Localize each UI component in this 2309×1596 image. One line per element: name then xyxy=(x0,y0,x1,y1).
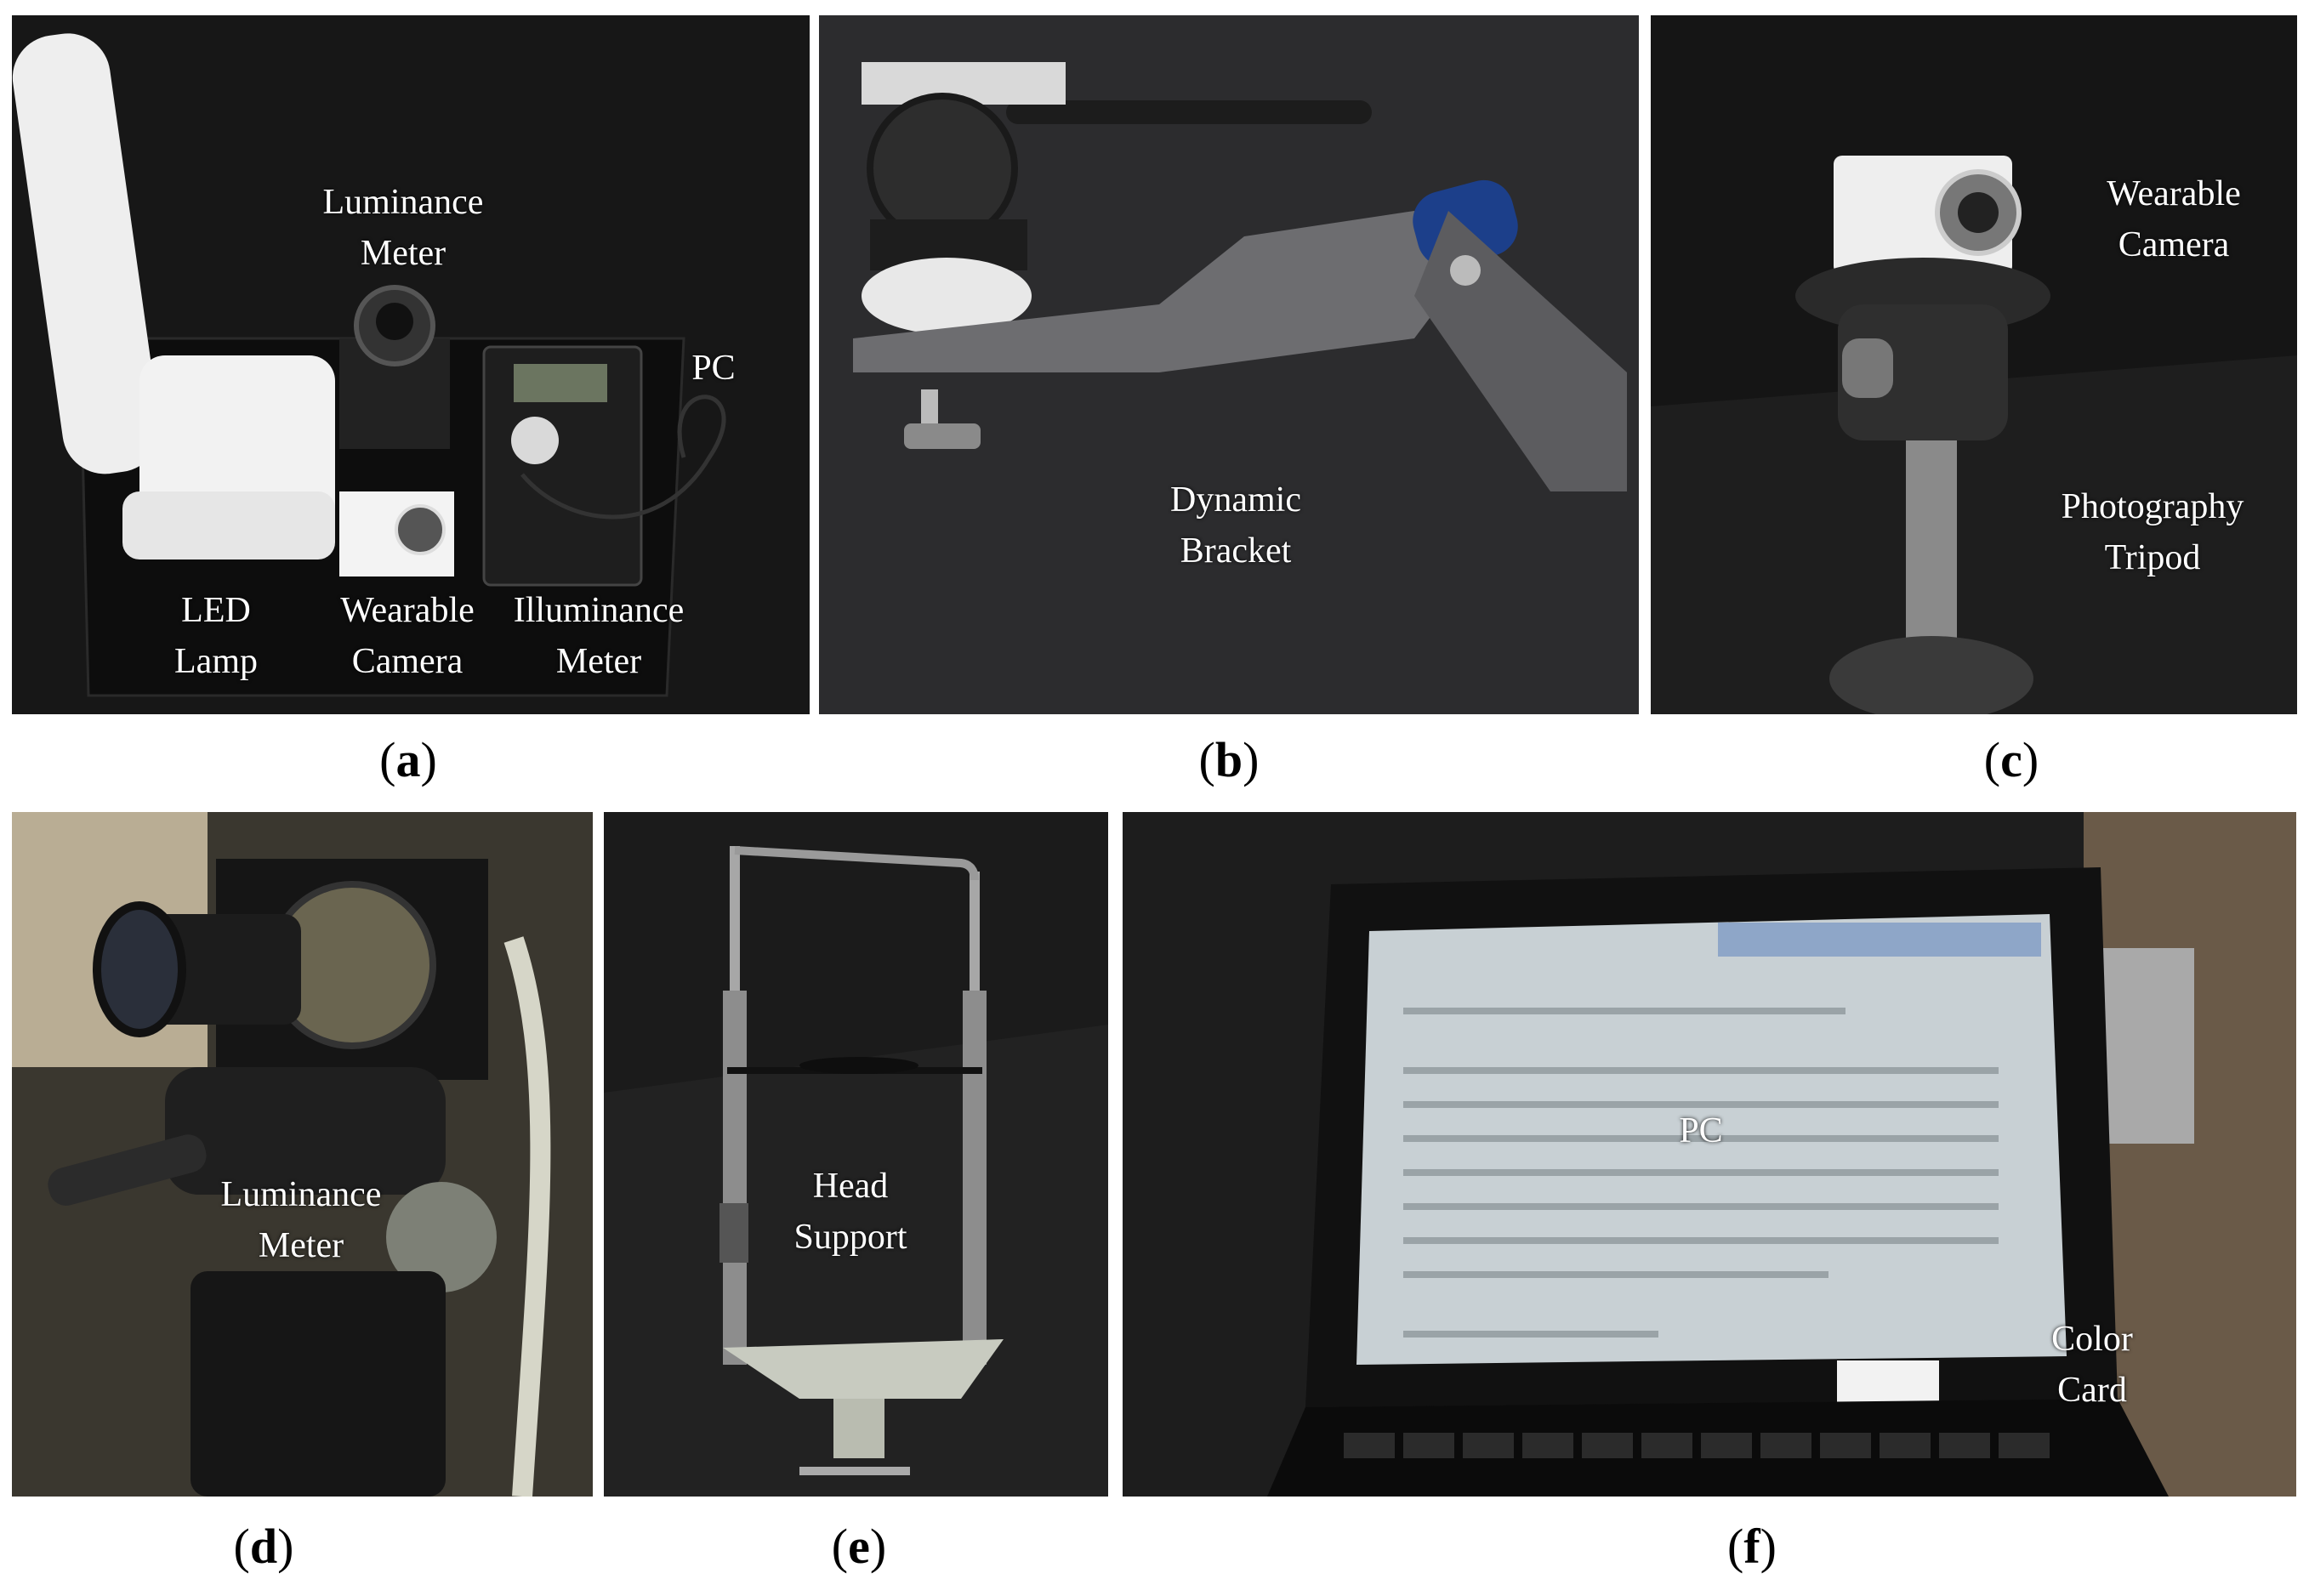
caption-b: (b) xyxy=(1198,732,1260,787)
label-pc: PC xyxy=(691,349,736,388)
caption-c: (c) xyxy=(1983,732,2039,787)
panel-f-photo: PC Color Card xyxy=(1123,812,2296,1497)
panel-c-illustration xyxy=(1651,15,2297,714)
label-wearable-camera: Wearable Camera xyxy=(340,591,475,681)
panel-d-photo: Luminance Meter xyxy=(12,812,593,1497)
caption-e: (e) xyxy=(831,1519,887,1574)
label-color-card: Color Card xyxy=(2051,1320,2133,1410)
label-luminance-meter: Luminance Meter xyxy=(322,183,484,273)
caption-a: (a) xyxy=(379,732,437,787)
panel-f-illustration xyxy=(1123,812,2296,1497)
label-wearable-camera-c: Wearable Camera xyxy=(2107,174,2241,264)
panel-e-illustration xyxy=(604,812,1108,1497)
panel-b-photo: Dynamic Bracket xyxy=(819,15,1639,714)
panel-d-illustration xyxy=(12,812,593,1497)
label-luminance-meter-d: Luminance Meter xyxy=(220,1175,382,1265)
panel-a-illustration xyxy=(12,15,810,714)
caption-d: (d) xyxy=(233,1519,294,1574)
panel-b-illustration xyxy=(819,15,1639,714)
panel-e-photo: Head Support xyxy=(604,812,1108,1497)
label-pc-f: PC xyxy=(1679,1111,1723,1150)
label-head-support: Head Support xyxy=(793,1167,907,1257)
label-illuminance-meter: Illuminance Meter xyxy=(513,591,685,681)
panel-a-photo: Luminance Meter PC LED Lamp Wearable Cam… xyxy=(12,15,810,714)
caption-f: (f) xyxy=(1727,1519,1777,1574)
panel-c-photo: Wearable Camera Photography Tripod xyxy=(1651,15,2297,714)
label-dynamic-bracket: Dynamic Bracket xyxy=(1170,480,1301,571)
label-led-lamp: LED Lamp xyxy=(174,591,258,681)
label-photography-tripod: Photography Tripod xyxy=(2061,487,2244,577)
